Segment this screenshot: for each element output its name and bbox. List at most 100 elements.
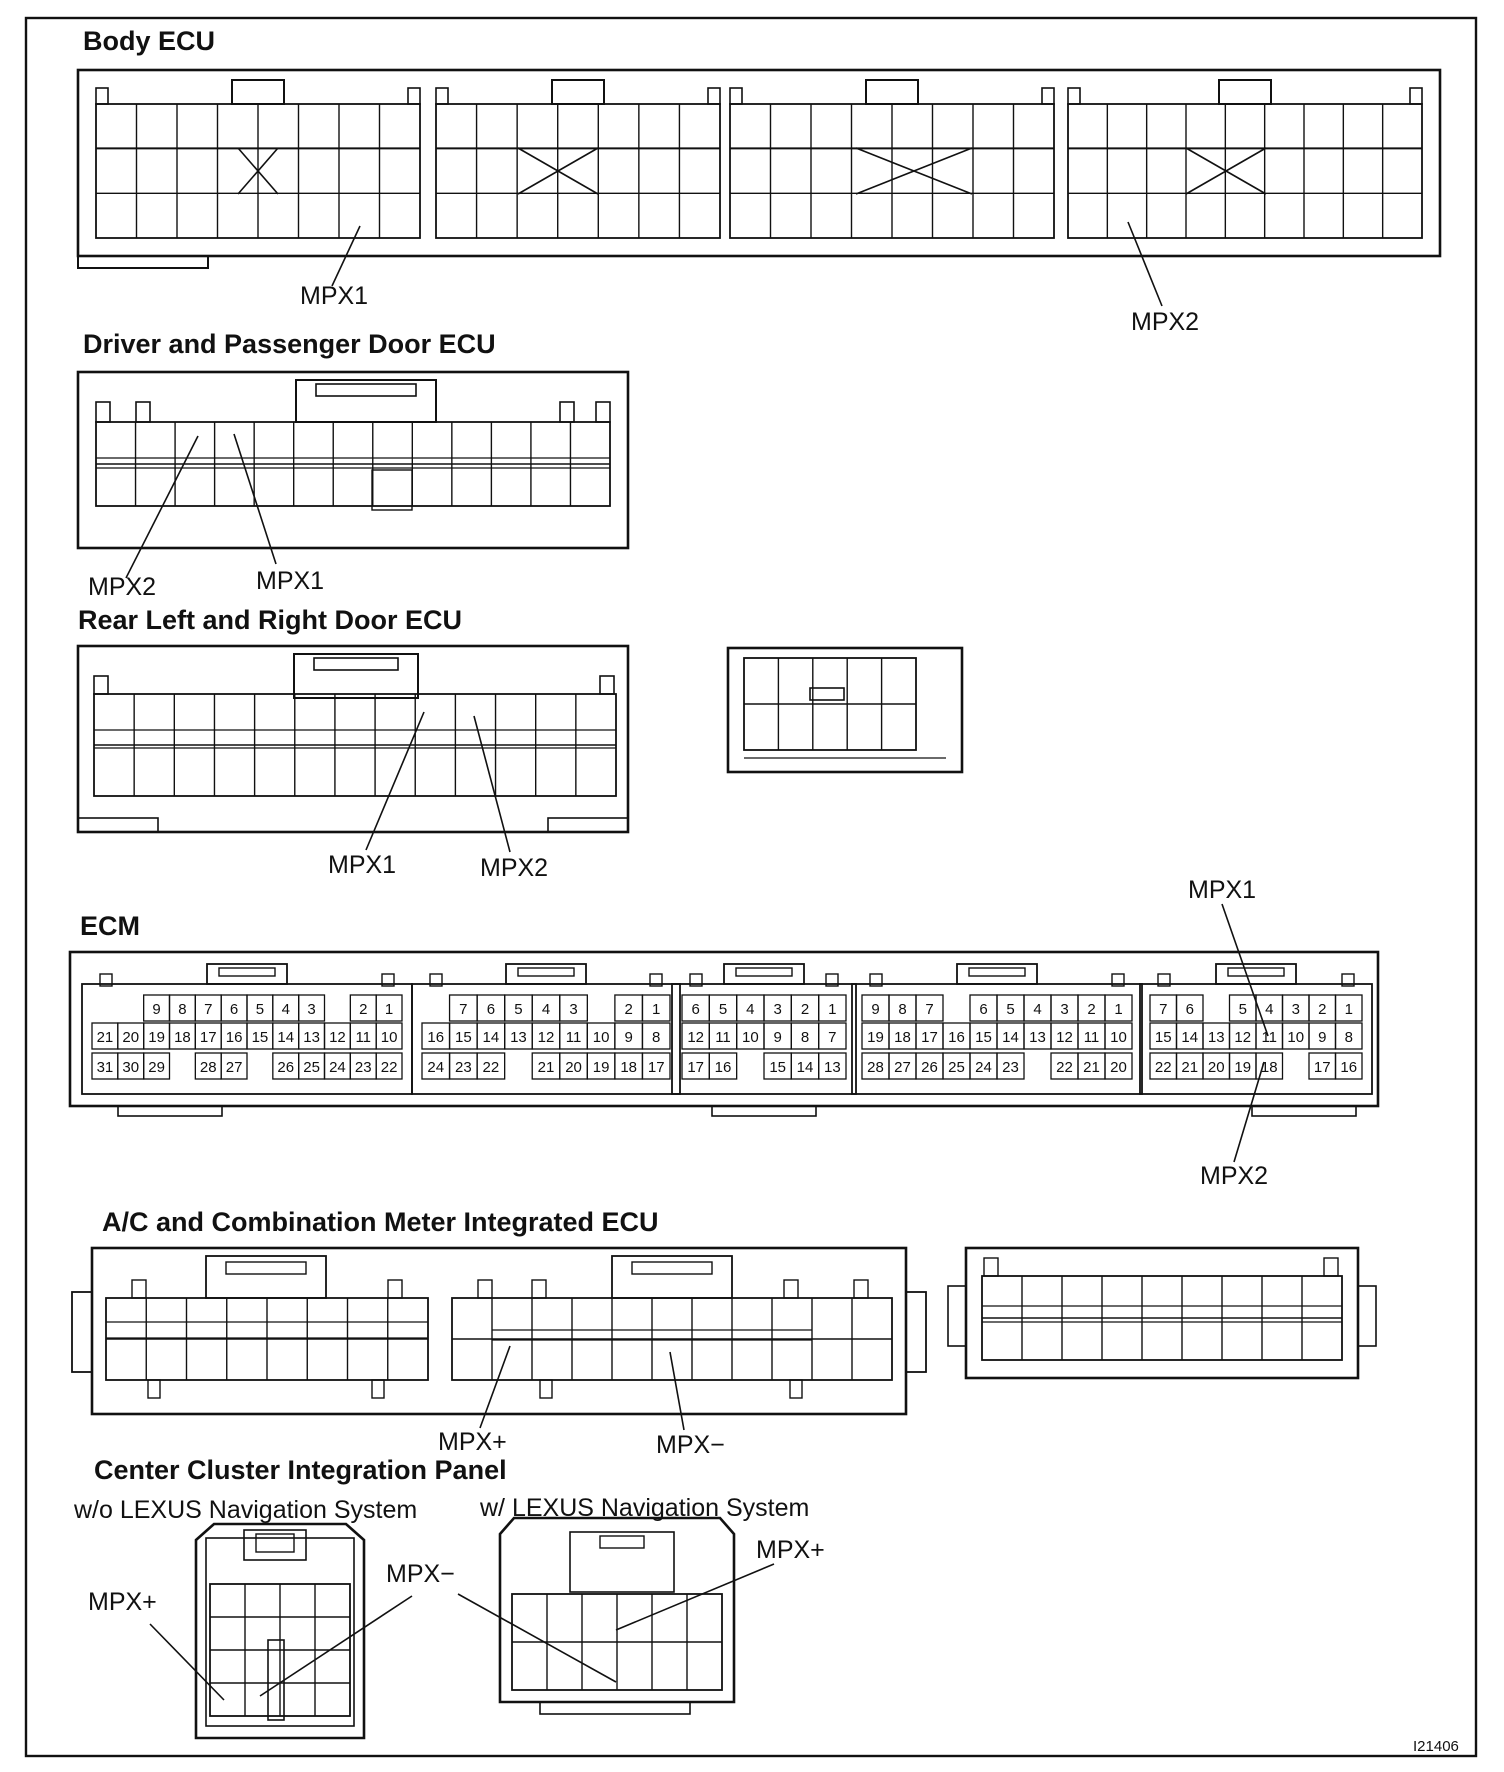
ecm-pin: [375, 994, 403, 1022]
body-ecu-guide: [1067, 87, 1081, 105]
ecm-connector-guide: [1157, 973, 1171, 987]
ecm-pin: [641, 994, 671, 1022]
body-ecu-lock-tab: [865, 79, 919, 105]
cluster-wo-nav-mpx-plus-leader: [149, 1623, 225, 1701]
cluster-w-nav-mpx-minus-leader: [457, 1593, 617, 1683]
door-ecu-keyway: [371, 469, 413, 511]
page-frame: [24, 16, 1478, 1758]
ecm-pin-number: 20: [1110, 1059, 1127, 1076]
cluster-wo-nav-lock-slot: [255, 1533, 295, 1553]
ecm-pin-number: 22: [1155, 1059, 1172, 1076]
ecm-pin-number: 24: [329, 1059, 346, 1076]
ecm-pin: [143, 1052, 171, 1080]
cluster-wo-nav-mpx-minus-leader: [259, 1595, 413, 1697]
ecm-pin-number: 10: [593, 1029, 610, 1046]
body-ecu-housing: [76, 68, 1442, 258]
rear-door-ecu-foot: [77, 817, 159, 833]
ecm-pin-number: 6: [487, 1001, 495, 1018]
ecm-pin-number: 20: [1208, 1059, 1225, 1076]
ac-meter-lock-slot: [225, 1261, 307, 1275]
ecm-pin-number: 2: [801, 1001, 809, 1018]
ac-meter-ecu-side-tab: [905, 1291, 927, 1373]
rear-door-ecu-lock-slot: [313, 657, 399, 671]
ecm-pin-number: 10: [742, 1029, 759, 1046]
ecm-pin-number: 6: [1186, 1001, 1194, 1018]
ecm-pin-number: 3: [1060, 1001, 1068, 1018]
ac-meter-ecu-side-tab: [71, 1291, 93, 1373]
ecm-connector-guide: [869, 973, 883, 987]
ecm-pin-number: 18: [620, 1059, 637, 1076]
ecm-pin-number: 22: [381, 1059, 398, 1076]
ecm-pin-number: 15: [252, 1029, 269, 1046]
ecm-pin-number: 11: [566, 1029, 582, 1046]
ecm-pin-number: 29: [148, 1059, 165, 1076]
ecm-pin-number: 17: [687, 1059, 704, 1076]
cluster-w-nav-lock: [569, 1531, 675, 1593]
ecm-connector-guide: [1341, 973, 1355, 987]
ecm-pin: [1255, 1052, 1284, 1080]
body-ecu-mpx2-callout: MPX2: [1131, 308, 1200, 336]
ecm-pin-number: 14: [277, 1029, 294, 1046]
cluster-wo-nav-mpx-plus-callout: MPX+: [88, 1588, 157, 1616]
body-ecu-mpx2-leader: [1127, 221, 1163, 307]
ecm-pin-number: 23: [355, 1059, 372, 1076]
ecm-pin-number: 13: [510, 1029, 527, 1046]
rear-door-ecu-mpx2-callout: MPX2: [480, 854, 549, 882]
cluster-wo-nav-lock: [243, 1529, 307, 1561]
ecm-pin-number: 31: [97, 1059, 114, 1076]
ecm-pin-number: 22: [1056, 1059, 1073, 1076]
ecm-pin-number: 4: [1265, 1001, 1273, 1018]
ecm-pin-number: 23: [455, 1059, 472, 1076]
ecm-pin: [996, 1052, 1025, 1080]
ecm-pin: [1104, 1022, 1133, 1050]
ecm-pin-number: 16: [715, 1059, 732, 1076]
ecm-connector-guide: [429, 973, 443, 987]
ecm-pin-number: 5: [514, 1001, 522, 1018]
rear-door-ecu-mpx2-leader: [473, 715, 511, 853]
ecm-pin-number: 21: [1181, 1059, 1198, 1076]
ecm-pin-number: 4: [542, 1001, 550, 1018]
ac-meter-foot: [789, 1379, 803, 1399]
ac-meter-right-side-tab: [1357, 1285, 1377, 1347]
ecm-pin-number: 28: [200, 1059, 217, 1076]
rear-small-connector-housing: [726, 646, 964, 774]
ecm-pin-number: 3: [1292, 1001, 1300, 1018]
ecm-pin-number: 2: [1087, 1001, 1095, 1018]
ecm-pin-number: 4: [1033, 1001, 1041, 1018]
ecm-pin-number: 3: [569, 1001, 577, 1018]
ecm-pin: [708, 1052, 738, 1080]
body-ecu-lock-tab: [231, 79, 285, 105]
ecm-pin-number: 12: [687, 1029, 704, 1046]
ecm-pin-number: 16: [948, 1029, 965, 1046]
ecm-foot: [117, 1105, 223, 1117]
ecm-pin-number: 8: [898, 1001, 906, 1018]
rear-door-ecu-mpx1-leader: [365, 711, 425, 851]
body-ecu-mpx1-callout: MPX1: [300, 282, 369, 310]
body-ecu-guide: [1409, 87, 1423, 105]
ecm-connector-guide: [689, 973, 703, 987]
ecm-pin-number: 12: [1234, 1029, 1251, 1046]
ac-meter-mpx-plus-leader: [479, 1345, 511, 1429]
ecm-pin-number: 14: [1002, 1029, 1019, 1046]
ecm-pin-number: 18: [894, 1029, 911, 1046]
ecm-pin-number: 4: [282, 1001, 290, 1018]
ecm-pin-number: 3: [773, 1001, 781, 1018]
ecm-pin-number: 7: [1159, 1001, 1167, 1018]
ecm-pin-number: 14: [483, 1029, 500, 1046]
ecm-pin-number: 13: [1208, 1029, 1225, 1046]
door-ecu-mpx1-leader: [233, 433, 277, 565]
body-ecu-guide: [707, 87, 721, 105]
ecm-pin-number: 14: [797, 1059, 814, 1076]
ecm-pin-number: 2: [624, 1001, 632, 1018]
ecm-pin-number: 7: [204, 1001, 212, 1018]
rear-small-connector-lock: [809, 687, 845, 701]
ecm-pin-number: 24: [975, 1059, 992, 1076]
ac-meter-foot: [539, 1379, 553, 1399]
ecm-mpx2-callout: MPX2: [1200, 1162, 1269, 1190]
cavity-plug-mark: [855, 147, 973, 195]
ecm-pin-number: 11: [1084, 1029, 1100, 1046]
body-ecu-guide: [407, 87, 421, 105]
ecm-foot: [1251, 1105, 1357, 1117]
ecm-pin: [375, 1022, 403, 1050]
